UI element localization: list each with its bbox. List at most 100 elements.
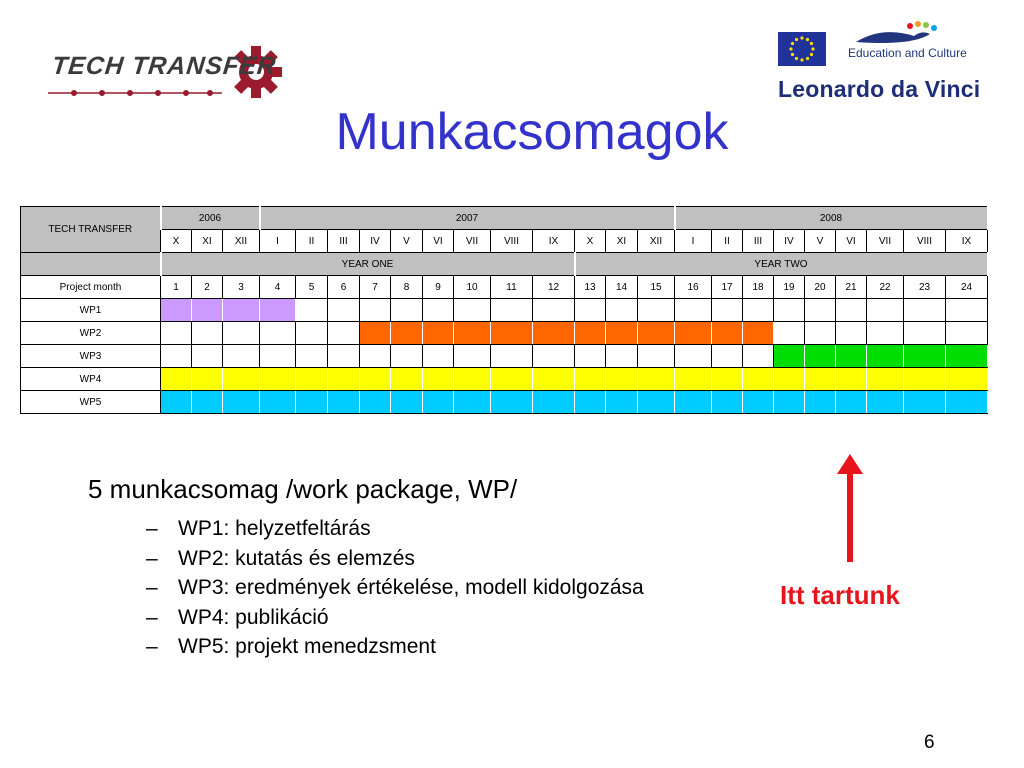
gantt-empty-cell	[711, 344, 743, 368]
eu-flag-icon	[778, 32, 826, 66]
gantt-empty-cell	[327, 344, 360, 368]
dash-bullet: –	[146, 576, 158, 599]
gantt-empty-cell	[773, 298, 805, 322]
gantt-empty-cell	[674, 344, 712, 368]
month-cell: IV	[359, 229, 391, 253]
gantt-empty-cell	[532, 298, 575, 322]
month-cell: XI	[191, 229, 223, 253]
gantt-bar-cell	[574, 390, 606, 414]
gantt-empty-cell	[160, 321, 192, 345]
gantt-bar-cell	[605, 367, 638, 391]
table-row: WP2	[20, 321, 988, 345]
project-month-cell: 21	[835, 275, 867, 299]
sub-bullet-list: –WP1: helyzetfeltárás–WP2: kutatás és el…	[146, 514, 644, 662]
table-row: WP4	[20, 367, 988, 391]
table-row: WP1	[20, 298, 988, 322]
project-month-cell: 11	[490, 275, 533, 299]
gantt-bar-cell	[390, 390, 423, 414]
gantt-bar-cell	[674, 390, 712, 414]
gantt-bar-cell	[574, 321, 606, 345]
gantt-bar-cell	[359, 321, 391, 345]
gantt-bar-cell	[532, 321, 575, 345]
gantt-bar-cell	[903, 344, 946, 368]
gantt-bar-cell	[945, 344, 988, 368]
project-month-cell: 24	[945, 275, 988, 299]
gantt-bar-cell	[903, 367, 946, 391]
gantt-bar-cell	[191, 390, 223, 414]
gantt-bar-cell	[742, 367, 774, 391]
project-month-cell: 15	[637, 275, 675, 299]
gantt-bar-cell	[327, 367, 360, 391]
dash-bullet: –	[146, 605, 158, 629]
status-label: Itt tartunk	[780, 580, 900, 610]
gantt-empty-cell	[359, 344, 391, 368]
month-cell: I	[259, 229, 296, 253]
gantt-empty-cell	[866, 321, 904, 345]
gantt-bar-cell	[259, 390, 296, 414]
gantt-empty-cell	[711, 298, 743, 322]
sub-bullet-text: WP2: kutatás és elemzés	[178, 546, 415, 570]
gantt-bar-cell	[945, 390, 988, 414]
gantt-empty-cell	[742, 344, 774, 368]
gantt-empty-cell	[422, 298, 454, 322]
gantt-empty-cell	[390, 298, 423, 322]
month-cell: V	[390, 229, 423, 253]
gantt-bar-cell	[711, 321, 743, 345]
gantt-bar-cell	[532, 367, 575, 391]
month-cell: XII	[222, 229, 260, 253]
year-header: 2008	[673, 206, 989, 230]
sub-bullet-text: WP5: projekt menedzsment	[178, 635, 436, 658]
gantt-bar-cell	[637, 367, 675, 391]
gantt-empty-cell	[574, 298, 606, 322]
month-cell: XII	[637, 229, 675, 253]
dash-bullet: –	[146, 546, 158, 570]
project-month-cell: 14	[605, 275, 638, 299]
month-cell: VI	[835, 229, 867, 253]
gantt-bar-cell	[605, 390, 638, 414]
gantt-bar-cell	[605, 321, 638, 345]
project-month-cell: 5	[295, 275, 328, 299]
gantt-bar-cell	[532, 390, 575, 414]
gantt-bar-cell	[295, 390, 328, 414]
gantt-empty-cell	[222, 321, 260, 345]
project-month-cell: 9	[422, 275, 454, 299]
logo-text: TECH TRANSFER	[50, 52, 278, 80]
gantt-bar-cell	[490, 321, 533, 345]
gantt-bar-cell	[835, 367, 867, 391]
month-cell: II	[295, 229, 328, 253]
gantt-empty-cell	[295, 298, 328, 322]
project-month-cell: 8	[390, 275, 423, 299]
sub-bullet-text: WP1: helyzetfeltárás	[178, 517, 371, 540]
gantt-empty-cell	[903, 321, 946, 345]
gantt-empty-cell	[804, 298, 836, 322]
wp-label: WP2	[20, 321, 161, 345]
wp-label: WP1	[20, 298, 161, 322]
page-title: Munkacsomagok	[335, 103, 729, 161]
month-cell: V	[804, 229, 836, 253]
gantt-empty-cell	[605, 344, 638, 368]
gantt-empty-cell	[191, 321, 223, 345]
gantt-bar-cell	[773, 390, 805, 414]
gantt-empty-cell	[945, 321, 988, 345]
list-item: –WP3: eredmények értékelése, modell kido…	[146, 573, 644, 603]
table-row: WP3	[20, 344, 988, 368]
month-cell: VIII	[490, 229, 533, 253]
month-cell: VI	[422, 229, 454, 253]
month-cell: III	[742, 229, 774, 253]
month-cell: VII	[866, 229, 904, 253]
gantt-bar-cell	[637, 390, 675, 414]
gantt-bar-cell	[866, 367, 904, 391]
bird-icon	[856, 21, 937, 43]
gantt-bar-cell	[222, 390, 260, 414]
gantt-bar-cell	[390, 321, 423, 345]
gantt-empty-cell	[945, 298, 988, 322]
project-month-cell: 6	[327, 275, 360, 299]
gantt-bar-cell	[453, 321, 491, 345]
gantt-empty-cell	[453, 344, 491, 368]
gantt-empty-cell	[605, 298, 638, 322]
up-arrow-icon	[837, 454, 863, 562]
